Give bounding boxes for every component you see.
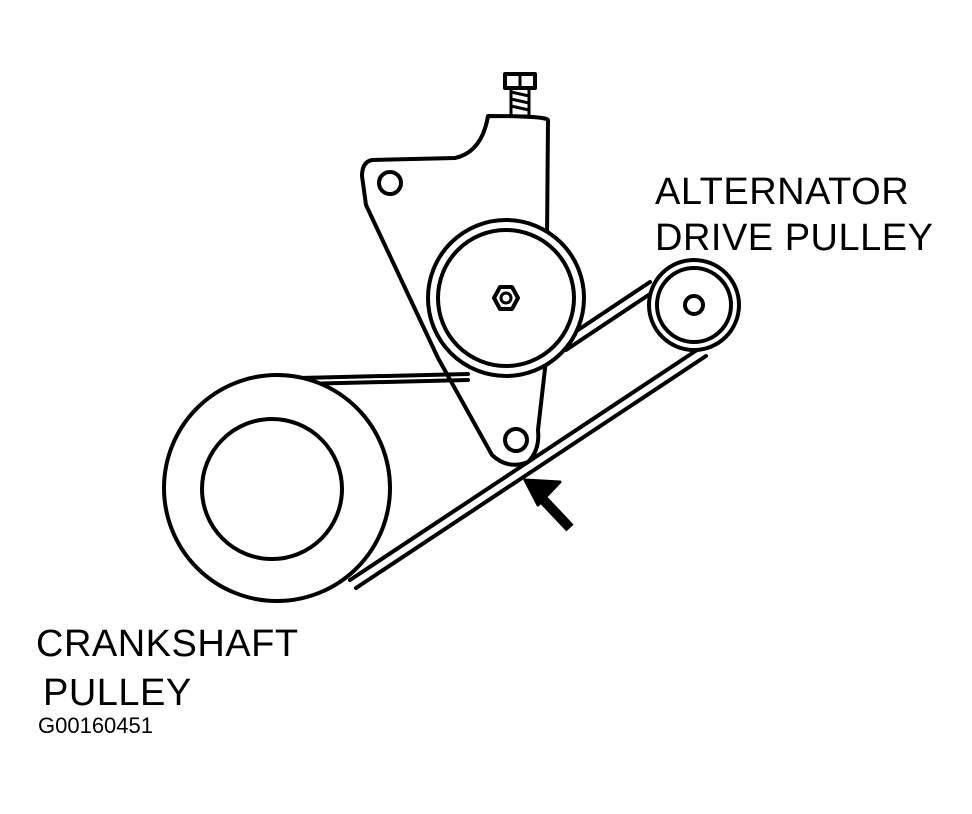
alternator-label-line2: DRIVE PULLEY — [655, 217, 934, 259]
tensioner-pulley — [426, 218, 586, 378]
figure-code: G00160451 — [38, 713, 153, 738]
inspection-arrow — [523, 478, 574, 532]
drive-belt — [298, 280, 708, 590]
tensioner-nut — [492, 285, 520, 311]
adjusting-bolt — [503, 72, 537, 118]
alternator-pulley — [647, 258, 741, 352]
bracket-bolt-hole-lower — [503, 427, 529, 453]
crankshaft-pulley — [162, 373, 392, 603]
alternator-label-line1: ALTERNATOR — [655, 171, 910, 213]
crankshaft-label-line2: PULLEY — [43, 672, 192, 714]
crankshaft-label-line1: CRANKSHAFT — [36, 623, 299, 665]
bracket-bolt-hole-upper — [377, 170, 403, 196]
